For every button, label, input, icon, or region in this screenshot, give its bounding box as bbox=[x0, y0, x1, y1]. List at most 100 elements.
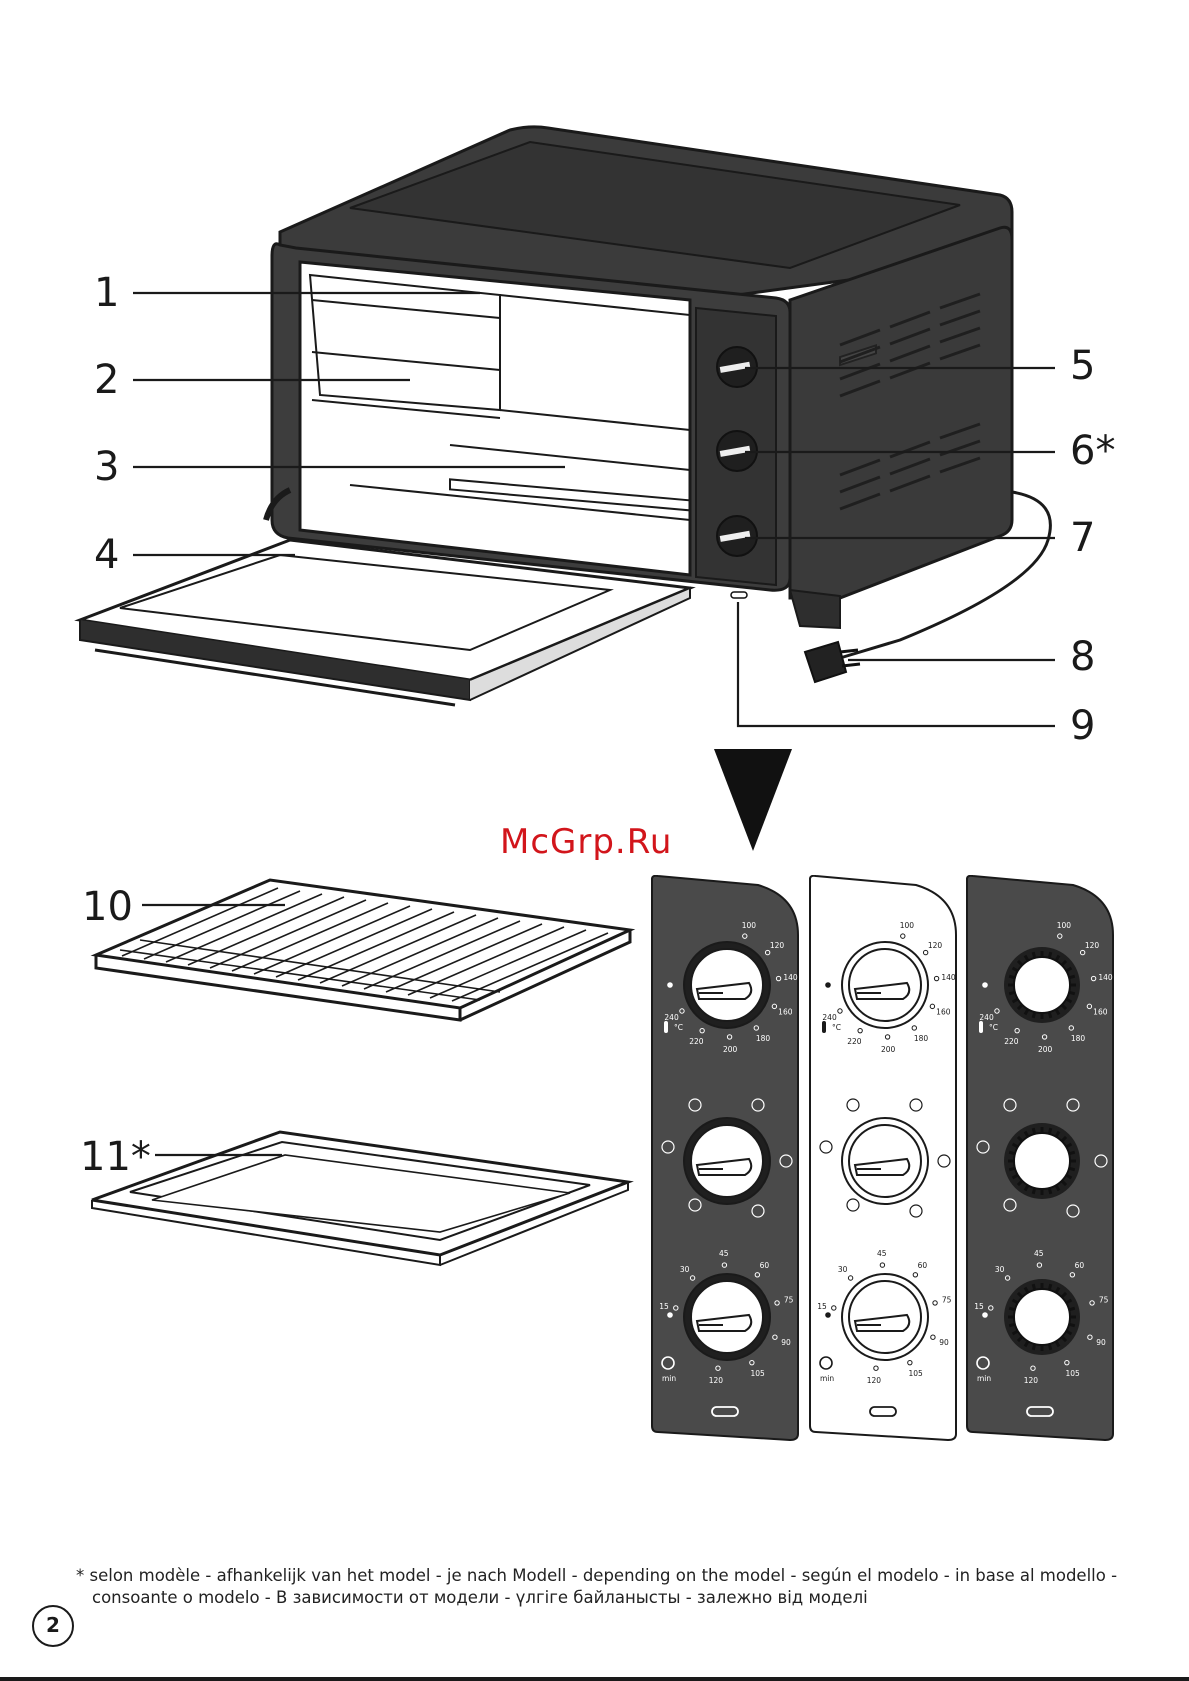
dial-mark-label: 75 bbox=[784, 1296, 794, 1305]
knob-rib bbox=[1011, 1173, 1019, 1180]
function-mode-icon bbox=[976, 1140, 990, 1154]
knob-rib bbox=[1060, 959, 1068, 967]
knob-pointer bbox=[695, 1313, 753, 1332]
panel-variant-white: 100120140160180200220240°C15304560759010… bbox=[809, 874, 957, 1442]
function-mode-icon bbox=[1003, 1098, 1017, 1112]
dial-tick bbox=[831, 1305, 837, 1311]
knob-rib bbox=[1065, 966, 1073, 973]
dial-mark-label: 100 bbox=[1057, 921, 1072, 930]
thermometer-icon: °C bbox=[989, 1023, 998, 1032]
dial-tick bbox=[932, 1300, 938, 1306]
function-mode-icon bbox=[846, 1098, 860, 1112]
dial-mark-label: 120 bbox=[867, 1376, 882, 1385]
function-mode-icon bbox=[688, 1098, 702, 1112]
knob-rib bbox=[1023, 1008, 1030, 1016]
dial-mark-label: 240 bbox=[822, 1013, 837, 1022]
dial-mark-label: 105 bbox=[1065, 1369, 1080, 1378]
dial-mark-label: 45 bbox=[877, 1249, 887, 1258]
callout-7: 7 bbox=[1070, 515, 1096, 561]
vent-slots bbox=[839, 292, 981, 511]
dial-tick bbox=[929, 1003, 936, 1010]
indicator-light bbox=[1026, 1406, 1054, 1417]
dial-mark-label: 15 bbox=[974, 1302, 984, 1311]
dial-mark-label: 60 bbox=[918, 1261, 928, 1270]
knob-rib bbox=[1011, 966, 1019, 973]
timer-icon bbox=[819, 1356, 833, 1370]
dial-tick bbox=[772, 1334, 778, 1340]
callout-6: 6* bbox=[1070, 428, 1116, 474]
leader-lines bbox=[133, 291, 1055, 728]
knob-rib bbox=[1065, 1329, 1073, 1336]
callout-9: 9 bbox=[1070, 703, 1096, 749]
knob-pointer bbox=[853, 1157, 911, 1176]
down-arrow-icon bbox=[714, 749, 792, 851]
knob-rib bbox=[1054, 1130, 1061, 1138]
dial-tick bbox=[1014, 1027, 1020, 1034]
knob-rib bbox=[1023, 1184, 1030, 1192]
knob-rib bbox=[1060, 1003, 1068, 1011]
function-mode-icon bbox=[819, 1140, 833, 1154]
dial-mark-label: 180 bbox=[756, 1034, 771, 1043]
panel-knob-function bbox=[716, 430, 758, 472]
dial-mark-label: 120 bbox=[928, 941, 943, 950]
wire-rack bbox=[90, 878, 636, 1022]
dial-mark-label: 90 bbox=[1096, 1338, 1106, 1347]
dial-mark-label: 75 bbox=[1099, 1296, 1109, 1305]
knob-pointer bbox=[695, 981, 753, 1000]
dial-mark-label: 240 bbox=[979, 1013, 994, 1022]
timer-unit-label: min bbox=[977, 1374, 991, 1383]
callout-1: 1 bbox=[94, 270, 120, 316]
function-mode-icon bbox=[751, 1098, 765, 1112]
dial-tick bbox=[1069, 1272, 1076, 1278]
dial-mark-label: 180 bbox=[1071, 1034, 1086, 1043]
dial-mark-label: 30 bbox=[680, 1265, 690, 1274]
knob-rib bbox=[1065, 997, 1073, 1004]
callout-10: 10 bbox=[82, 884, 133, 930]
knob-rib bbox=[1054, 1286, 1061, 1294]
dial-tick bbox=[699, 1027, 705, 1034]
knob-rib bbox=[1054, 1008, 1061, 1016]
function-mode-icon bbox=[1066, 1098, 1080, 1112]
dial-mark-label: 100 bbox=[742, 921, 757, 930]
dial-tick bbox=[922, 949, 929, 956]
knob-face bbox=[1013, 1132, 1071, 1190]
function-mode-icon bbox=[909, 1204, 923, 1218]
dial-mark-label: 60 bbox=[760, 1261, 770, 1270]
knob-rib bbox=[1060, 1179, 1068, 1187]
dial-tick bbox=[1004, 1275, 1011, 1281]
dial-mark-label: 45 bbox=[719, 1249, 729, 1258]
dial-mark-label: 15 bbox=[659, 1302, 669, 1311]
knob-rib bbox=[1016, 1179, 1024, 1187]
power-plug bbox=[803, 640, 861, 684]
baking-tray bbox=[91, 1130, 634, 1267]
callout-8: 8 bbox=[1070, 634, 1096, 680]
dial-tick bbox=[1030, 1365, 1036, 1371]
dial-tick bbox=[764, 949, 771, 956]
dial-tick bbox=[1079, 949, 1086, 956]
dial-tick bbox=[988, 1305, 994, 1311]
dial-tick bbox=[879, 1262, 886, 1268]
knob-face bbox=[1013, 1288, 1071, 1346]
callout-2: 2 bbox=[94, 357, 120, 403]
dial-mark-label: 200 bbox=[881, 1045, 896, 1054]
dial-mark-label: 15 bbox=[817, 1302, 827, 1311]
function-mode-icon bbox=[909, 1098, 923, 1112]
dial-tick bbox=[930, 1334, 936, 1340]
dial-tick bbox=[775, 975, 782, 982]
dial-mark-label: 220 bbox=[847, 1037, 862, 1046]
panel-variant-round: 100120140160180200220240°C15304560759010… bbox=[966, 874, 1114, 1442]
oven-illustration bbox=[74, 125, 1055, 728]
indicator-light bbox=[711, 1406, 739, 1417]
dial-tick bbox=[911, 1025, 917, 1031]
knob-pointer bbox=[853, 981, 911, 1000]
knob-face bbox=[1013, 956, 1071, 1014]
knob-rib bbox=[1011, 1329, 1019, 1336]
function-mode-icon bbox=[846, 1198, 860, 1212]
knob-rib bbox=[1016, 1335, 1024, 1343]
dial-tick bbox=[900, 933, 906, 939]
dial-tick bbox=[689, 1275, 696, 1281]
thermometer-icon: °C bbox=[674, 1023, 683, 1032]
knob-pointer bbox=[853, 1313, 911, 1332]
footnote: * selon modèle - afhankelijk van het mod… bbox=[76, 1565, 1136, 1609]
